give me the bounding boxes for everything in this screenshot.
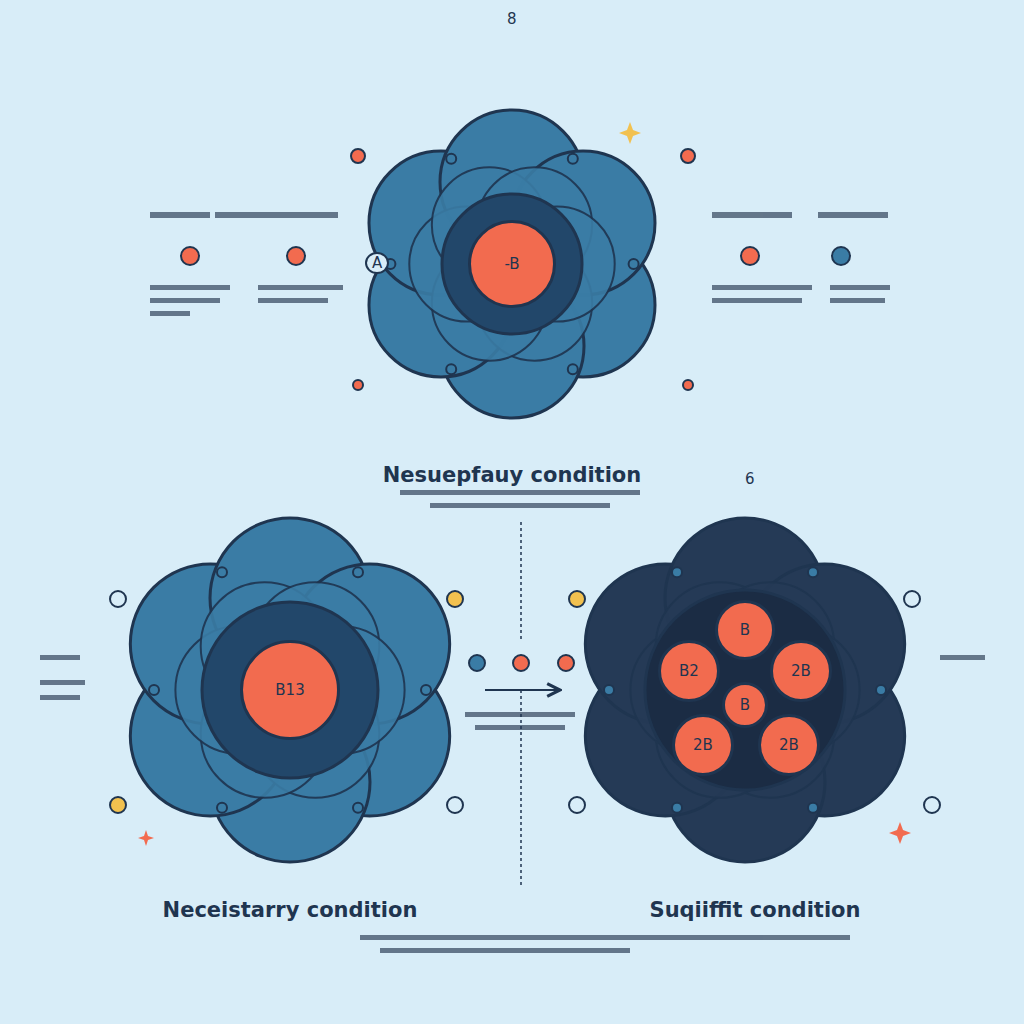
value-bubble: B2 bbox=[658, 640, 720, 702]
condition-title: Neceistarry condition bbox=[159, 898, 422, 922]
condition-flower: Nesuepfauy condition -B bbox=[340, 92, 684, 487]
condition-title: Suqiiffit condition bbox=[646, 898, 865, 922]
value-bubble: B13 bbox=[240, 640, 340, 740]
callout-number: 8 bbox=[507, 10, 517, 28]
connector-arrow bbox=[485, 689, 560, 691]
bubble-label: 2B bbox=[791, 662, 811, 680]
value-bubble: 2B bbox=[758, 714, 820, 776]
value-bubble: -B bbox=[468, 220, 556, 308]
condition-flower: Suqiiffit condition B B2 2B B 2B 2B bbox=[560, 512, 950, 922]
bubble-label: -B bbox=[504, 255, 519, 273]
bubble-label: B2 bbox=[679, 662, 699, 680]
value-bubble: 2B bbox=[770, 640, 832, 702]
bubble-label: B bbox=[740, 696, 750, 714]
callout-number: 6 bbox=[745, 470, 755, 488]
value-bubble: B bbox=[722, 682, 768, 728]
value-bubble: B bbox=[715, 600, 775, 660]
pseudo-dots bbox=[110, 149, 940, 813]
bubble-label: 2B bbox=[693, 736, 713, 754]
value-bubble: 2B bbox=[672, 714, 734, 776]
bubble-label: B13 bbox=[275, 681, 304, 699]
bubble-label: B bbox=[740, 621, 750, 639]
dashed-guide bbox=[520, 522, 522, 885]
condition-title: Nesuepfauy condition bbox=[379, 463, 645, 487]
bubble-label: 2B bbox=[779, 736, 799, 754]
condition-flower: Neceistarry condition B13 bbox=[95, 512, 485, 922]
sparkles bbox=[138, 122, 911, 846]
